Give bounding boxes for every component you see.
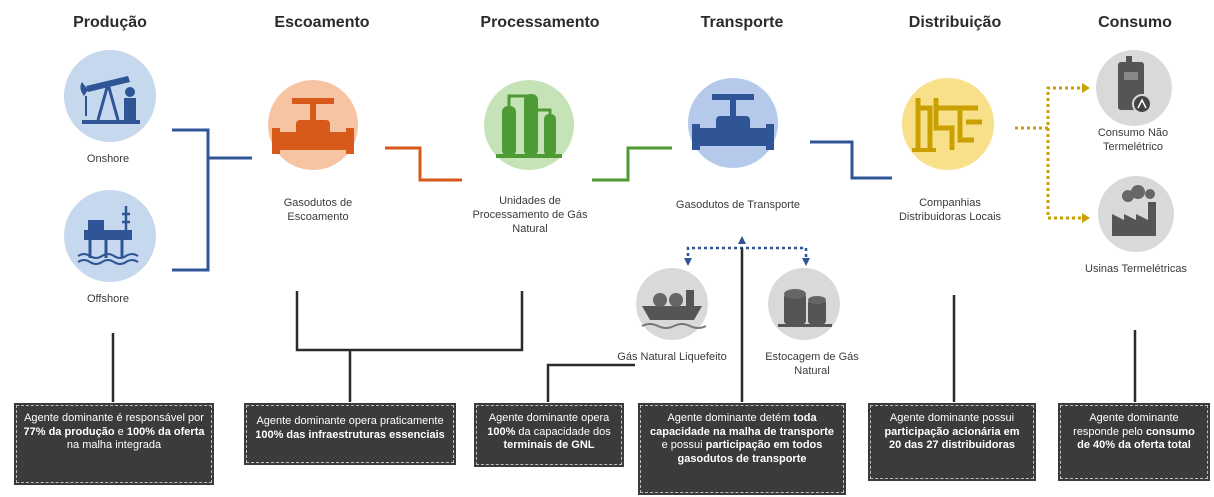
offshore-circle bbox=[64, 190, 156, 282]
info-highlight: 100% da oferta bbox=[126, 425, 205, 438]
escoamento-circle bbox=[268, 80, 358, 170]
info-highlight: 100% das infraestruturas essenciais bbox=[255, 428, 445, 441]
oil-pump-icon bbox=[80, 76, 140, 124]
consumo-nao-termeletrico-label: Consumo Não Termelétrico bbox=[1097, 127, 1169, 153]
usinas-circle bbox=[1098, 176, 1174, 252]
transporte-circle bbox=[688, 78, 778, 168]
gnl-circle bbox=[636, 268, 708, 340]
processing-plant-icon bbox=[496, 94, 562, 158]
to-consumo-nao-termeletrico-line bbox=[1015, 86, 1082, 130]
info-text: Agente dominante opera praticamente bbox=[256, 415, 444, 427]
gasodutos-escoamento-label: Gasodutos de Escoamento bbox=[283, 197, 353, 223]
info-box-escoamento: Agente dominante opera praticamente 100%… bbox=[244, 403, 456, 465]
info-highlight: 100% bbox=[487, 425, 516, 438]
processamento-to-transporte-line bbox=[592, 146, 672, 182]
onshore-circle bbox=[64, 50, 156, 142]
onshore-label: Onshore bbox=[86, 153, 130, 165]
transporte-to-distribuicao-line bbox=[810, 140, 892, 180]
distribuicao-circle bbox=[902, 78, 994, 170]
info-highlight: participação acionária em 20 das 27 dist… bbox=[884, 425, 1020, 452]
distribuidoras-label: Companhias Distribuidoras Locais bbox=[898, 197, 1002, 223]
info-text: da capacidade dos bbox=[515, 425, 611, 438]
info-box-producao: Agente dominante é responsável por 77% d… bbox=[14, 403, 214, 485]
processamento-circle bbox=[484, 80, 574, 170]
info-highlight: participação em todos gasodutos de trans… bbox=[677, 439, 823, 465]
storage-tanks-icon bbox=[778, 289, 832, 327]
escoamento-to-processamento-line bbox=[385, 146, 462, 182]
gas-heater-icon bbox=[1118, 56, 1152, 114]
usinas-label: Usinas Termelétricas bbox=[1085, 263, 1187, 275]
stage-title-processamento: Processamento bbox=[480, 14, 600, 31]
to-usinas-line bbox=[1046, 128, 1082, 220]
info-text: Agente dominante detém bbox=[667, 412, 794, 424]
gnl-label: Gás Natural Liquefeito bbox=[617, 351, 727, 363]
unidades-processamento-label: Unidades de Processamento de Gás Natural bbox=[472, 195, 588, 235]
info-box-consumo: Agente dominante responde pelo consumo d… bbox=[1058, 403, 1210, 481]
stage-title-producao: Produção bbox=[73, 14, 147, 31]
offshore-label: Offshore bbox=[87, 293, 129, 305]
stage-title-distribuicao: Distribuição bbox=[908, 14, 1002, 31]
production-bracket-line bbox=[172, 128, 210, 272]
stage-title-transporte: Transporte bbox=[700, 14, 784, 31]
info-text: e bbox=[114, 425, 127, 438]
info-text: na malha integrada bbox=[66, 439, 162, 451]
arrow-head bbox=[802, 258, 810, 266]
arrow-head bbox=[684, 258, 692, 266]
consumo-nao-termeletrico-circle bbox=[1096, 50, 1172, 126]
offshore-platform-icon bbox=[77, 206, 139, 265]
info-box-processamento: Agente dominante opera 100% da capacidad… bbox=[474, 403, 624, 467]
info-highlight: terminais de GNL bbox=[503, 439, 595, 451]
stage-title-escoamento: Escoamento bbox=[274, 14, 370, 31]
info-text: Agente dominante responde pelo bbox=[1073, 412, 1179, 438]
info-text: Agente dominante é responsável por bbox=[24, 412, 204, 424]
lng-ship-icon bbox=[641, 290, 707, 329]
estocagem-circle bbox=[768, 268, 840, 340]
info-text: Agente dominante possui bbox=[889, 412, 1015, 424]
info-text: Agente dominante opera bbox=[488, 412, 610, 424]
distribution-pipes-icon bbox=[912, 98, 982, 152]
info-highlight: toda capacidade na malha de transporte bbox=[649, 412, 834, 438]
info-box-distribuicao: Agente dominante possui participação aci… bbox=[868, 403, 1036, 481]
info-highlight: consumo de 40% da oferta total bbox=[1077, 425, 1195, 452]
transporte-storage-branch-line bbox=[686, 246, 808, 262]
info-text: e possui bbox=[661, 439, 706, 451]
valve-icon bbox=[692, 94, 774, 150]
arrow-head bbox=[1082, 213, 1090, 223]
stage-title-consumo: Consumo bbox=[1098, 14, 1172, 31]
valve-icon bbox=[272, 98, 354, 154]
escoamento-processamento-bracket-line bbox=[295, 291, 524, 402]
info-box-transporte: Agente dominante detém toda capacidade n… bbox=[638, 403, 846, 495]
arrow-head bbox=[738, 236, 746, 244]
gnl-box-line bbox=[546, 363, 635, 402]
estocagem-label: Estocagem de Gás Natural bbox=[765, 351, 859, 377]
arrow-head bbox=[1082, 83, 1090, 93]
gasodutos-transporte-label: Gasodutos de Transporte bbox=[675, 199, 801, 211]
info-highlight: 77% da produção bbox=[23, 425, 115, 438]
power-plant-icon bbox=[1112, 185, 1156, 236]
